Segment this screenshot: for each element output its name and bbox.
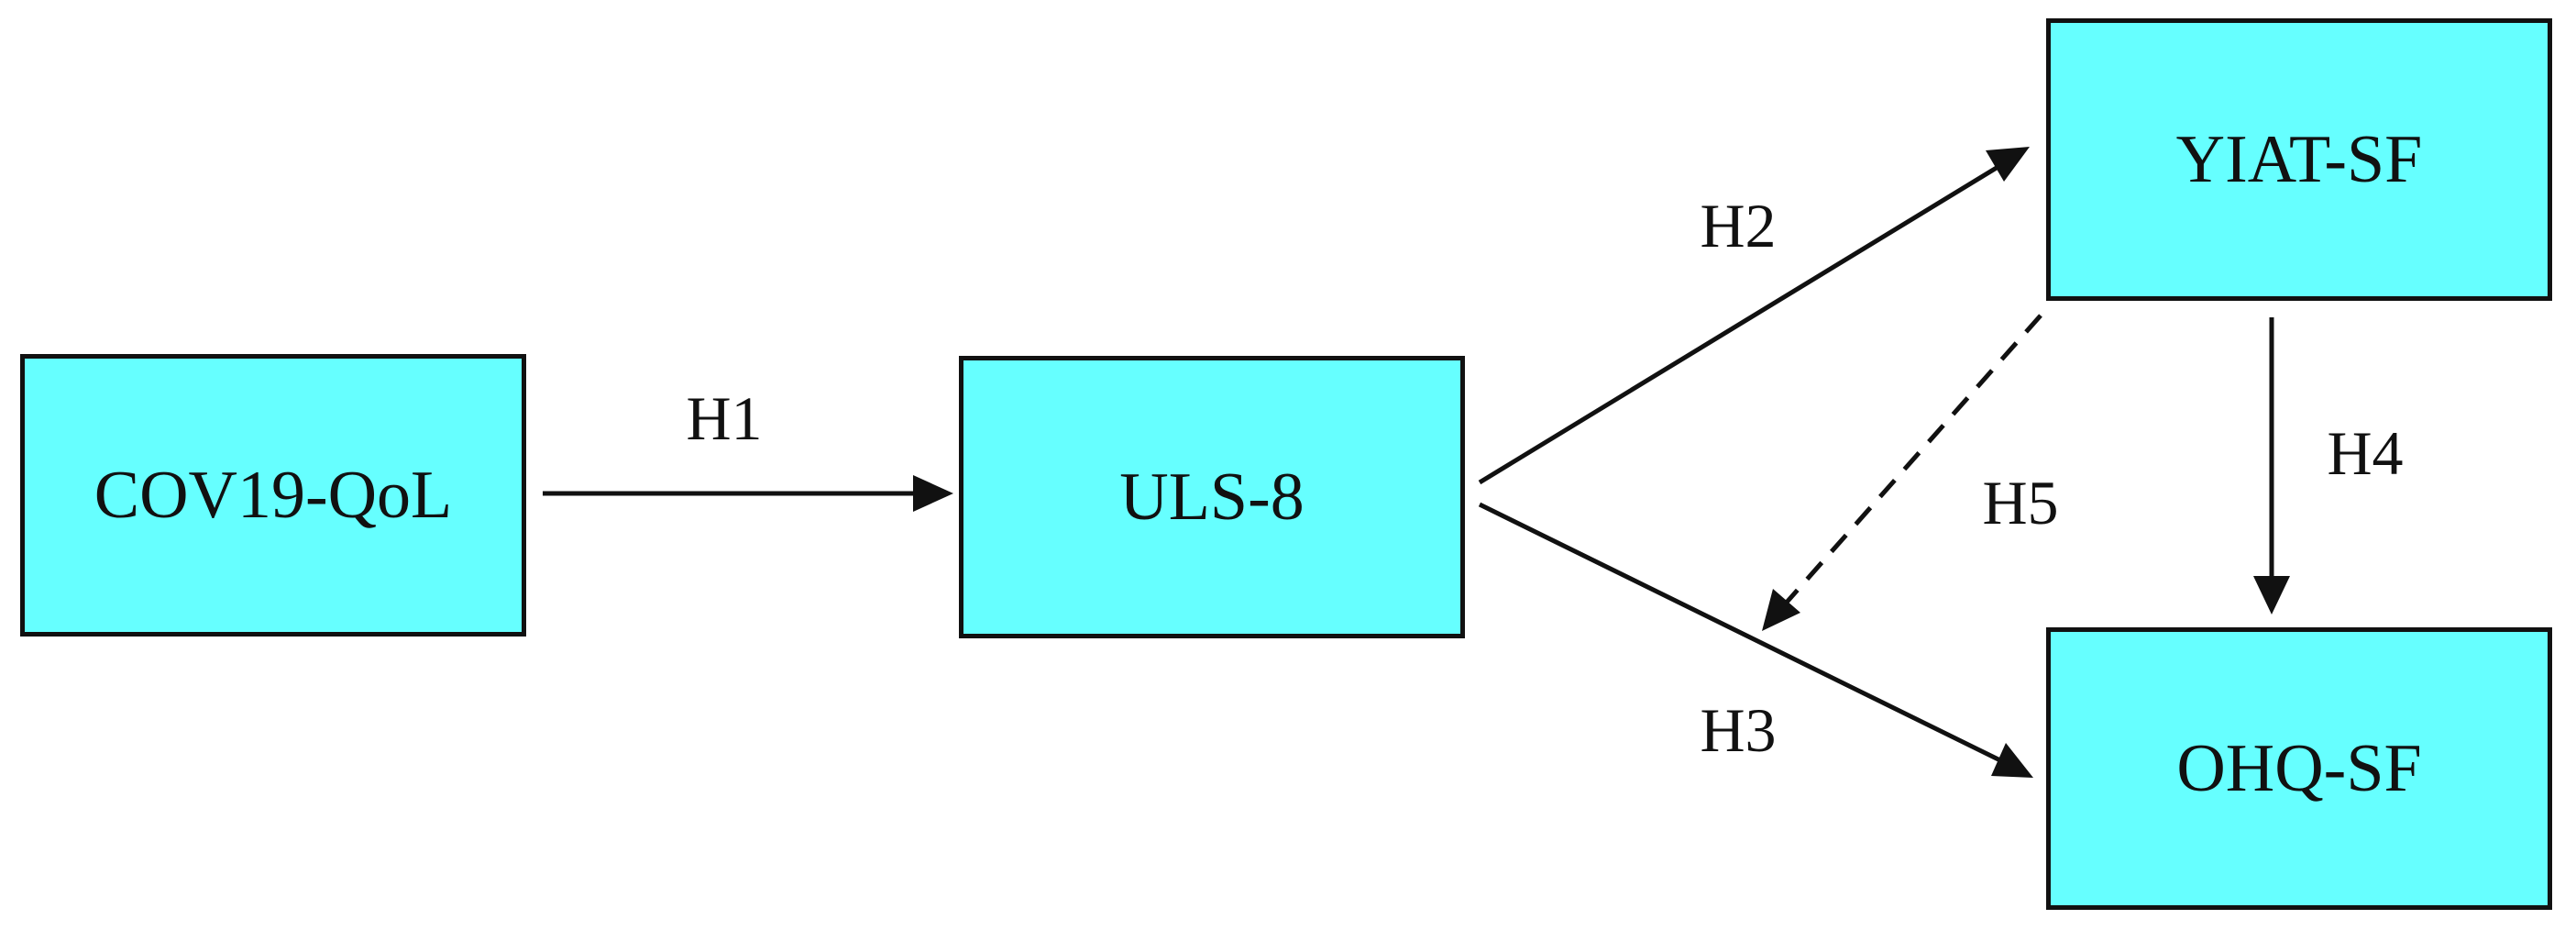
arrowhead-h5 (1762, 589, 1800, 631)
node-cov19-qol: COV19-QoL (20, 354, 526, 637)
edge-label-h5: H5 (1982, 468, 2059, 537)
arrowhead-h1 (913, 475, 953, 512)
node-label: ULS-8 (1119, 459, 1305, 535)
arrowhead-h2 (1986, 147, 2030, 182)
arrow-h5-dashed (1782, 314, 2042, 607)
node-yiat-sf: YIAT-SF (2046, 18, 2552, 301)
edge-label-h2: H2 (1700, 191, 1777, 260)
arrowhead-h4 (2253, 576, 2290, 614)
node-label: YIAT-SF (2175, 122, 2423, 197)
edge-label-h1: H1 (686, 383, 763, 453)
arrow-h2 (1478, 161, 2006, 485)
node-ohq-sf: OHQ-SF (2046, 627, 2552, 910)
node-label: OHQ-SF (2176, 731, 2422, 806)
arrow-h3 (1478, 502, 2008, 766)
edge-label-h3: H3 (1700, 695, 1777, 765)
node-uls-8: ULS-8 (959, 356, 1465, 638)
arrowhead-h3 (1991, 743, 2033, 778)
node-label: COV19-QoL (94, 458, 453, 533)
edge-label-h4: H4 (2327, 418, 2404, 488)
